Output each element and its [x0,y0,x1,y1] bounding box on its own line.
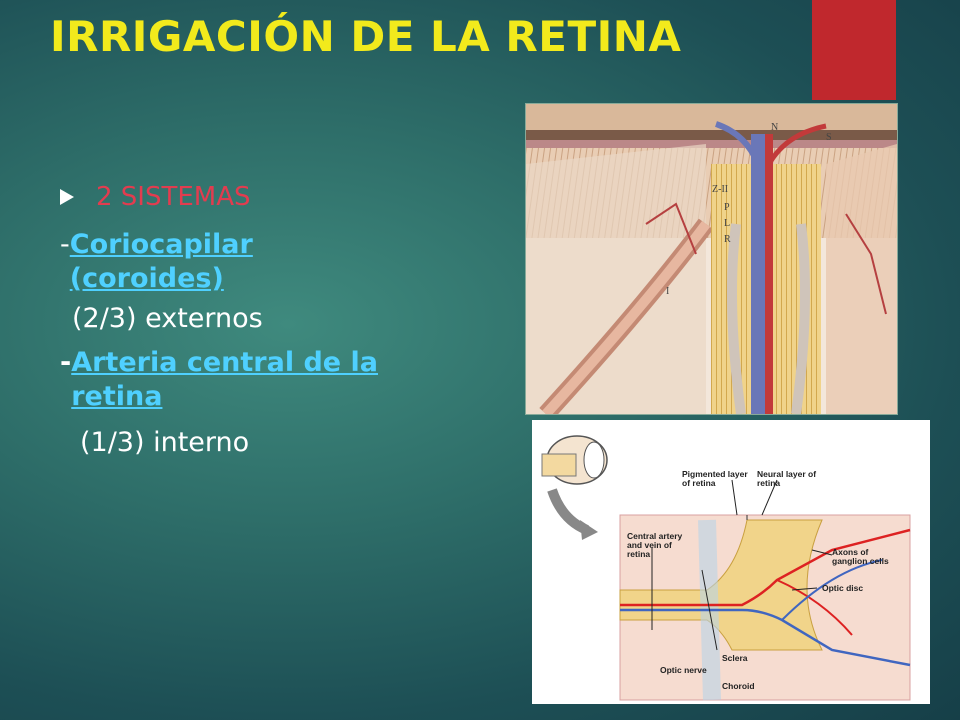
label-sclera: Sclera [722,653,748,663]
fraction-externos: (2/3) externos [72,303,263,334]
slide-content: 2 SISTEMAS -Coriocapilar (coroides) (2/3… [60,180,500,460]
slide-title: IRRIGACIÓN DE LA RETINA [50,12,682,61]
link-coriocapilar[interactable]: Coriocapilar (coroides) [69,229,253,294]
bullet-row: 2 SISTEMAS [60,180,500,214]
link-arteria-central[interactable]: Arteria central de la retina [71,347,378,412]
arrow-right-icon [60,189,74,205]
label-pigmented: Pigmented layer of retina [682,469,748,488]
item-arteria: -Arteria central de la retina [60,346,500,414]
label-optic-nerve: Optic nerve [660,665,707,675]
label-central-artery: Central artery and vein of retina [627,531,683,559]
retina-histology-svg [526,104,897,414]
item-coriocapilar: -Coriocapilar (coroides) [60,228,500,296]
label-neural: Neural layer of retina [757,469,817,488]
label-optic-disc: Optic disc [822,583,864,593]
label-axons: Axons of ganglion cells [832,547,889,566]
label-choroid: Choroid [722,681,755,691]
red-accent-tab [812,0,896,100]
optic-disc-diagram: Pigmented layer of retina Neural layer o… [532,420,930,704]
bullet-systems: 2 SISTEMAS [96,182,251,212]
optic-disc-svg [541,435,911,701]
fraction-interno: (1/3) interno [80,427,250,458]
retina-histology-illustration: Z-II P L R N S I [525,103,898,415]
